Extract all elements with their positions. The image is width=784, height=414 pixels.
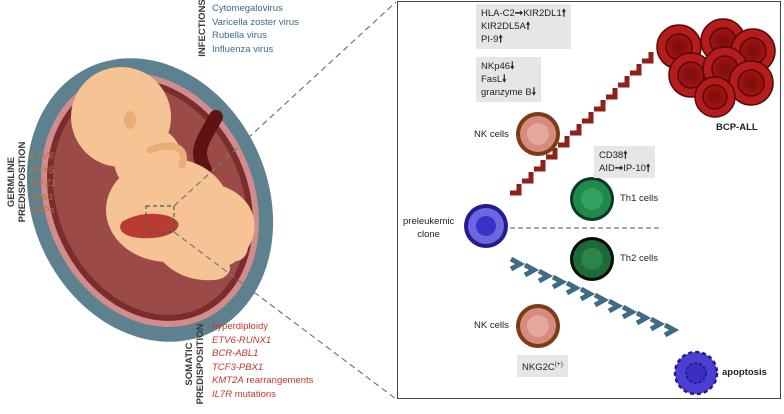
germline-item: PAX5 [30,164,54,176]
germline-item: IKFZ1 [30,178,56,189]
somatic-item: ETV6-RUNX1 [212,334,272,346]
somatic-item: hyperdiploidy [212,321,268,332]
arrow-up-icon: 🠕 [645,163,651,174]
infection-item: Cytomegalovirus [212,3,283,14]
arrow-down-icon: 🠗 [502,74,507,85]
somatic-item: KMT2A rearrangements [212,375,314,386]
arrow-up-icon: 🠕 [561,8,567,19]
infections-heading: INFECTIONS [197,0,208,57]
zoom-panel [397,1,781,399]
preleukemic-clone-label: preleukemic clone [403,216,455,240]
arrow-up-icon: 🠕 [623,150,628,161]
immune-diagram [464,18,776,396]
fetus-illustration [26,1,397,400]
box-nk-markers: NKp46🠗 FasL🠗 granzyme B🠗 [476,57,541,102]
germline-item: TP53 [30,191,53,203]
infection-item: Rubella virus [212,30,267,41]
germline-item: ETV6 [30,151,54,162]
infection-item: Influenza virus [212,43,274,55]
box-cd38-aid: CD38🠕 AID➞IP-10🠕 [594,146,656,178]
apoptotic-cell [673,350,719,396]
somatic-item: TCF3-PBX1 [212,361,264,373]
somatic-item: IL7R mutations [212,388,276,400]
th2-cells-label: Th2 cells [620,253,659,264]
box-nkg2c: NKG2C(+) [517,355,568,378]
germline-list: ETV6 PAX5 IKFZ1 TP53 SNPs [30,150,56,218]
chevrons-to-apoptosis [509,256,680,338]
apoptosis-label: apoptosis [722,367,767,378]
th1-cells-label: Th1 cells [620,193,659,204]
germline-item: SNPs [30,205,55,216]
arrow-right-icon: ➞ [514,8,524,19]
infections-list: Cytomegalovirus Varicella zoster virus R… [212,2,299,56]
box-hla-kir: HLA-C2➞KIR2DL1🠕 KIR2DL5A🠕 PI-9🠕 [476,4,572,49]
arrow-down-icon: 🠗 [510,61,515,72]
arrow-down-icon: 🠗 [531,87,536,98]
somatic-list: hyperdiploidy ETV6-RUNX1 BCR-ABL1 TCF3-P… [212,320,313,401]
th2-cell [570,237,614,281]
nk-cells-bottom-label: NK cells [474,320,509,331]
nk-cell-bottom [516,304,560,348]
somatic-item: BCR-ABL1 [212,348,259,359]
nk-cells-top-label: NK cells [474,129,509,140]
chevrons-to-bcp-all [510,52,654,196]
somatic-heading: SOMATIC PREDISPOSITION [184,323,206,405]
bcp-all-label: BCP-ALL [716,122,758,133]
th1-cell [570,177,614,221]
infection-item: Varicella zoster virus [212,16,299,28]
arrow-right-icon: ➞ [614,163,624,174]
preleukemic-clone-cell [464,204,508,248]
nk-cell-top [516,112,560,156]
bcp-all-cluster [656,18,776,118]
arrow-up-icon: 🠕 [525,21,531,32]
germline-heading: GERMLINE PREDISPOSITION [6,141,28,223]
arrow-up-icon: 🠕 [498,34,503,45]
